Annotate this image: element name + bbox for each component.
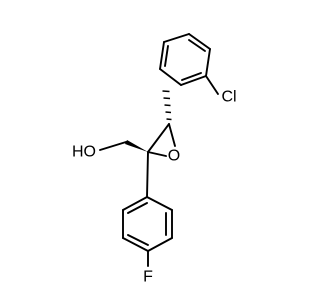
fluorine-label: F [143,269,153,286]
epoxide-c-o-bond [147,151,167,157]
fluorophenyl-ring [122,196,173,252]
ring-double-bond [181,72,202,81]
epoxide-c-o-bond [168,123,176,147]
ring-double-bond [127,234,149,246]
ring-bond [159,68,182,86]
ring-bond [180,75,207,86]
ring-double-bond [164,45,169,67]
ring-bond [122,196,148,211]
hash-line [164,104,171,107]
epoxide-oxygen-label: O [168,148,180,165]
chlorine-label: Cl [221,89,236,106]
hashed-wedge-bond [162,90,172,121]
ch2-oh-bond [99,141,127,151]
hash-line [163,97,171,100]
ring-bond [188,33,211,50]
ring-bond [146,196,173,211]
c2-aryl-bond [146,151,149,198]
hash-line [162,90,170,93]
ring-bond [122,237,149,252]
ring-bond [159,41,165,70]
ring-double-bond [188,39,206,52]
ring-bond [147,237,173,252]
epoxide-c-c-bond [147,123,170,153]
hash-line [166,118,172,121]
c-cl-bond [205,75,219,95]
hydroxyl-label: HO [72,144,96,161]
bold-wedge-bond [125,140,148,152]
molecule-diagram: HO O Cl F [72,33,237,286]
ring-bond [205,48,211,77]
epoxide-ring [147,123,176,157]
ring-bond [163,33,190,43]
hash-line [165,111,172,114]
chlorophenyl-ring [159,33,211,86]
ring-double-bond [127,202,148,214]
